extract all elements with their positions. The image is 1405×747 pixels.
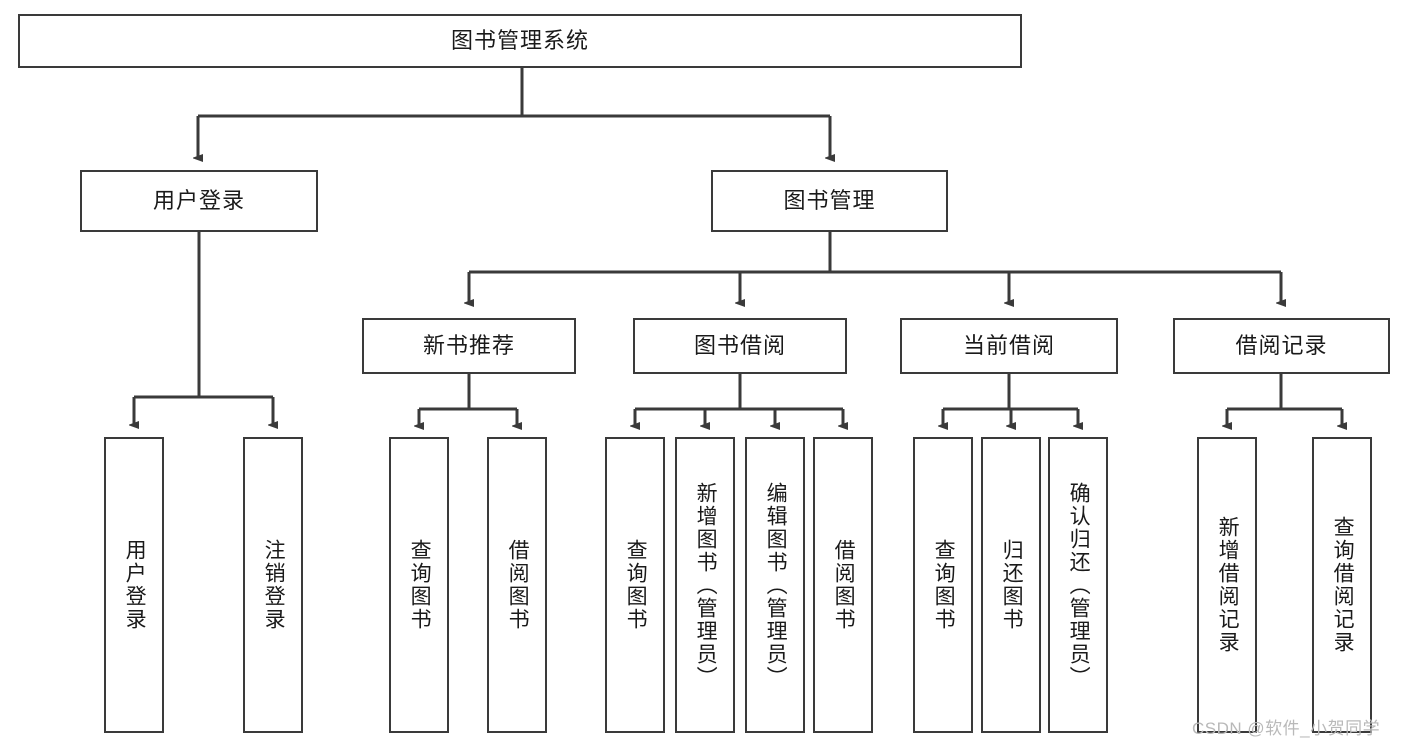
node-label: 借阅图书 <box>506 539 530 631</box>
node-label: 当前借阅 <box>962 332 1055 358</box>
node-label: 新增借阅记录 <box>1216 516 1240 654</box>
node-borrow-records[interactable]: 借阅记录 <box>1173 318 1390 374</box>
node-book-management[interactable]: 图书管理 <box>711 170 948 232</box>
leaf-confirm-return-admin[interactable]: 确认归还（管理员） <box>1048 437 1108 733</box>
leaf-add-book-admin[interactable]: 新增图书（管理员） <box>675 437 735 733</box>
node-label: 图书管理系统 <box>450 27 589 53</box>
leaf-return-book[interactable]: 归还图书 <box>981 437 1041 733</box>
node-new-book-recommend[interactable]: 新书推荐 <box>362 318 576 374</box>
node-book-borrow[interactable]: 图书借阅 <box>633 318 847 374</box>
node-label: 确认归还（管理员） <box>1067 481 1091 689</box>
csdn-watermark: CSDN @软件_小贺同学 <box>1192 719 1381 738</box>
node-label: 查询图书 <box>932 539 956 631</box>
node-label: 图书借阅 <box>693 332 786 358</box>
node-root[interactable]: 图书管理系统 <box>18 14 1022 68</box>
node-label: 查询图书 <box>624 539 648 631</box>
node-label: 注销登录 <box>262 539 286 631</box>
node-label: 新增图书（管理员） <box>694 481 718 689</box>
leaf-query-book-new[interactable]: 查询图书 <box>389 437 449 733</box>
leaf-user-logout[interactable]: 注销登录 <box>243 437 303 733</box>
leaf-edit-book-admin[interactable]: 编辑图书（管理员） <box>745 437 805 733</box>
node-label: 归还图书 <box>1000 539 1024 631</box>
leaf-borrow-book-new[interactable]: 借阅图书 <box>487 437 547 733</box>
node-label: 新书推荐 <box>422 332 515 358</box>
leaf-query-borrow-record[interactable]: 查询借阅记录 <box>1312 437 1372 733</box>
leaf-query-book-current[interactable]: 查询图书 <box>913 437 973 733</box>
leaf-user-login[interactable]: 用户登录 <box>104 437 164 733</box>
node-label: 借阅记录 <box>1235 332 1328 358</box>
node-label: 用户登录 <box>123 539 147 631</box>
leaf-borrow-book[interactable]: 借阅图书 <box>813 437 873 733</box>
node-user-login[interactable]: 用户登录 <box>80 170 318 232</box>
node-label: 借阅图书 <box>832 539 856 631</box>
node-label: 图书管理 <box>783 187 876 213</box>
node-label: 查询借阅记录 <box>1331 516 1355 654</box>
node-label: 查询图书 <box>408 539 432 631</box>
node-current-borrow[interactable]: 当前借阅 <box>900 318 1118 374</box>
node-label: 用户登录 <box>152 187 245 213</box>
node-label: 编辑图书（管理员） <box>764 481 788 689</box>
leaf-query-book[interactable]: 查询图书 <box>605 437 665 733</box>
leaf-add-borrow-record[interactable]: 新增借阅记录 <box>1197 437 1257 733</box>
